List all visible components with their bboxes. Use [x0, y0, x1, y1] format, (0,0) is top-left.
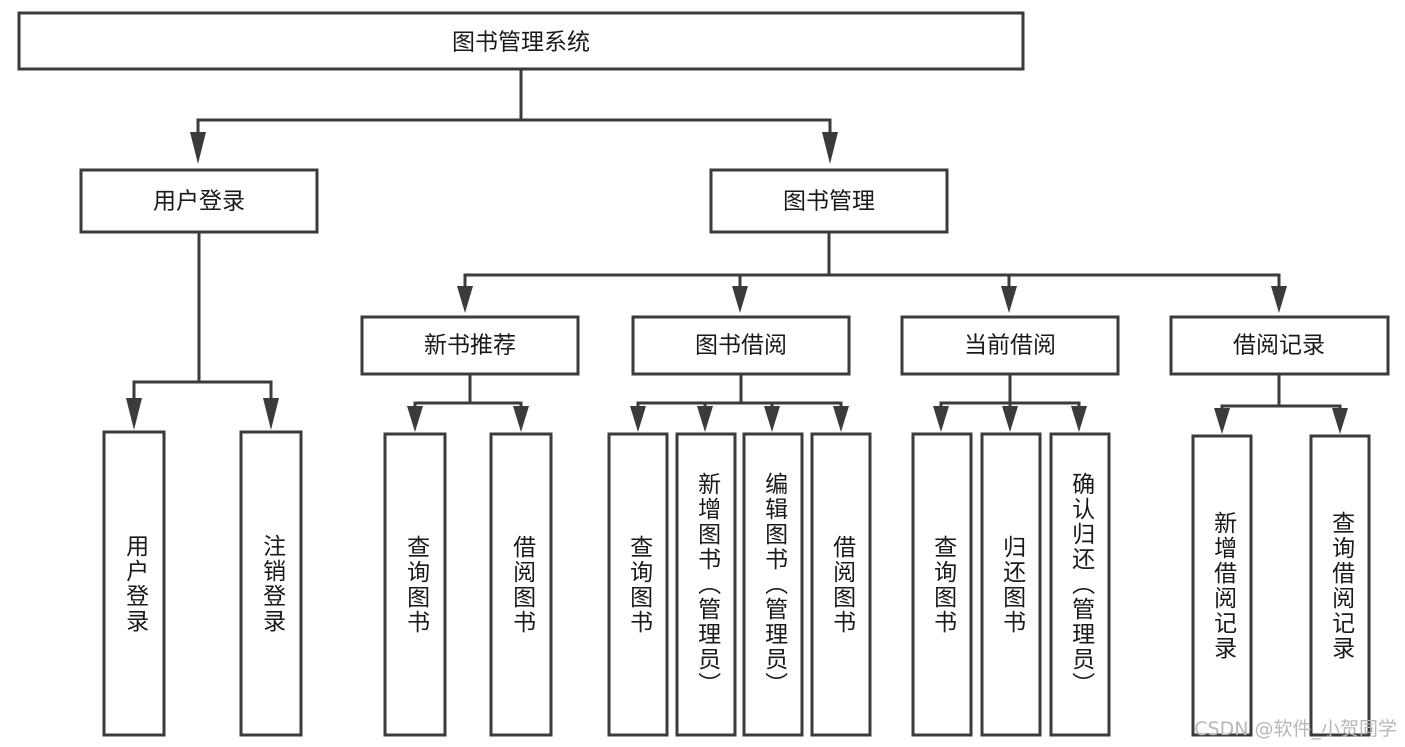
connector-borrow-records-to-leaves: [1214, 372, 1348, 434]
arrow-to-leaf-confirm-return: [1071, 406, 1087, 432]
arrow-to-leaf-add-record: [1214, 408, 1230, 434]
leaf-box-add-record[interactable]: [1191, 434, 1253, 737]
node-current-borrow[interactable]: 当前借阅: [900, 315, 1120, 376]
arrow-to-leaf-return-book: [1002, 406, 1018, 432]
arrow-to-book-borrow: [732, 286, 748, 313]
arrow-to-leaf-logout: [263, 398, 279, 430]
arrow-to-leaf-borrow-book-2: [833, 406, 849, 432]
node-user-login-label: 用户登录: [153, 189, 245, 215]
leaf-box-user-login[interactable]: [102, 430, 166, 737]
arrow-to-current-borrow: [1001, 286, 1017, 313]
arrow-to-user-login: [190, 132, 206, 164]
arrow-to-leaf-edit-book: [764, 406, 780, 432]
node-new-book-recommend-box: [360, 315, 580, 376]
arrow-to-leaf-query-book-1: [407, 406, 423, 432]
node-root-label: 图书管理系统: [452, 30, 590, 56]
node-book-borrow-label: 图书借阅: [695, 333, 787, 359]
arrow-to-leaf-user-login: [126, 398, 142, 430]
node-book-management-label: 图书管理: [783, 189, 875, 215]
connector-book-borrow-to-leaves: [630, 372, 849, 432]
leaf-box-confirm-return[interactable]: [1049, 432, 1111, 737]
node-book-management[interactable]: 图书管理: [709, 168, 949, 234]
leaf-box-logout[interactable]: [239, 430, 303, 737]
connector-root-to-level2: [190, 67, 838, 164]
connector-book-management-to-level3: [457, 230, 1287, 313]
connector-current-borrow-to-leaves: [933, 372, 1087, 432]
arrow-to-borrow-records: [1271, 286, 1287, 313]
connector-new-book-recommend-to-leaves: [407, 372, 529, 432]
node-user-login-box: [79, 168, 319, 234]
node-borrow-records[interactable]: 借阅记录: [1169, 315, 1390, 376]
leaf-box-return-book[interactable]: [980, 432, 1042, 737]
arrow-to-leaf-query-book-3: [933, 406, 949, 432]
node-book-borrow[interactable]: 图书借阅: [631, 315, 851, 376]
node-current-borrow-label: 当前借阅: [964, 333, 1056, 359]
leaf-box-edit-book[interactable]: [742, 432, 804, 737]
node-new-book-recommend[interactable]: 新书推荐: [360, 315, 580, 376]
leaf-box-query-book-1[interactable]: [383, 432, 447, 737]
leaf-box-add-book[interactable]: [675, 432, 737, 737]
csdn-watermark: CSDN @软件_小贺同学: [1194, 718, 1397, 740]
arrow-to-book-management: [822, 132, 838, 164]
node-current-borrow-box: [900, 315, 1120, 376]
leaf-box-query-book-2[interactable]: [607, 432, 669, 737]
leaf-box-query-book-3[interactable]: [911, 432, 973, 737]
leaf-box-borrow-book-1[interactable]: [489, 432, 553, 737]
connector-user-login-to-leaves: [126, 230, 279, 430]
arrow-to-leaf-query-record: [1332, 408, 1348, 434]
leaf-box-query-record[interactable]: [1309, 434, 1371, 737]
arrow-to-leaf-add-book: [697, 406, 713, 432]
arrow-to-leaf-query-book-2: [630, 406, 646, 432]
node-new-book-recommend-label: 新书推荐: [424, 333, 516, 359]
leaf-box-borrow-book-2[interactable]: [810, 432, 872, 737]
node-user-login[interactable]: 用户登录: [79, 168, 319, 234]
node-borrow-records-label: 借阅记录: [1233, 333, 1325, 359]
node-root[interactable]: 图书管理系统: [17, 11, 1025, 71]
node-root-box: [17, 11, 1025, 71]
arrow-to-leaf-borrow-book-1: [513, 406, 529, 432]
arrow-to-new-book-recommend: [457, 286, 473, 313]
